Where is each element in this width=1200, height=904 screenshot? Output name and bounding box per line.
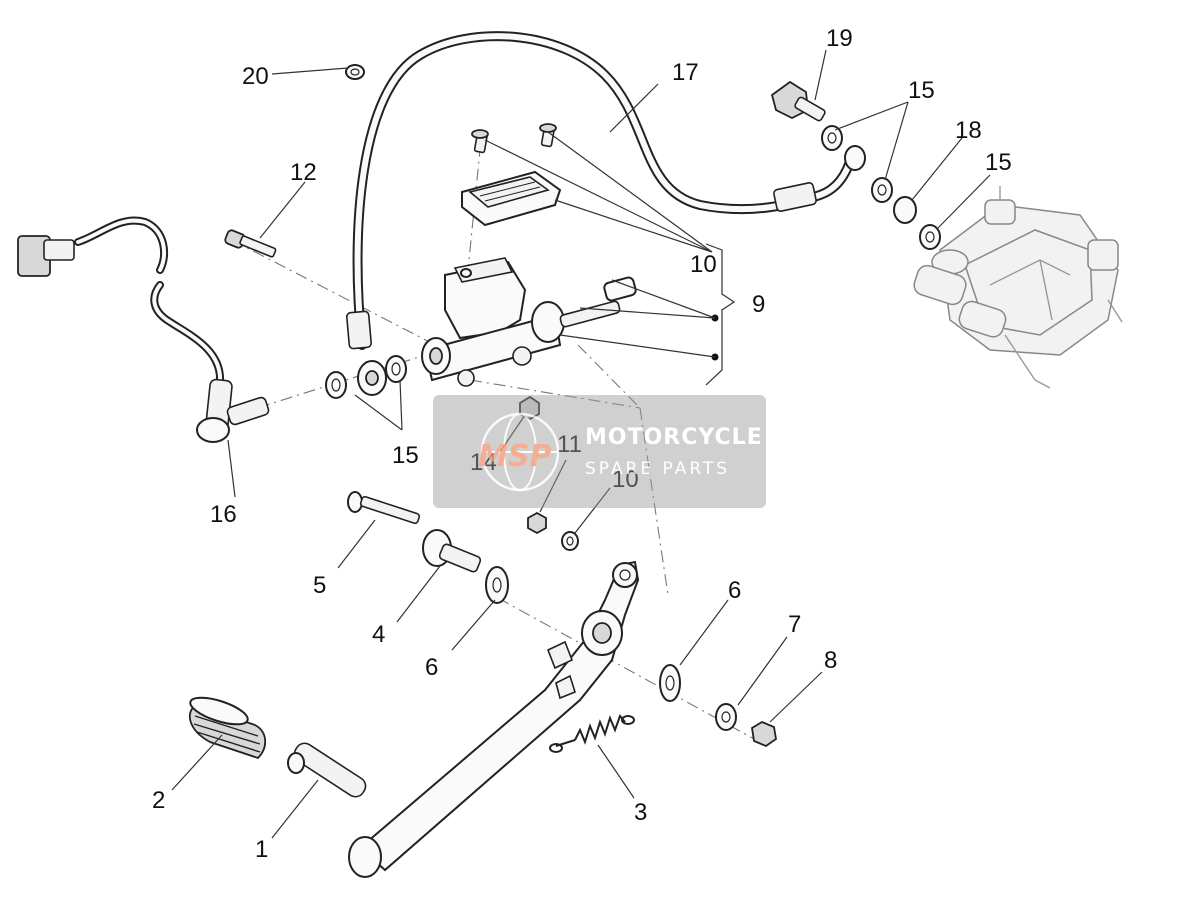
callout-4: 4 — [372, 621, 385, 648]
callout-18: 19 — [826, 25, 853, 52]
brake-pedal — [287, 560, 640, 878]
pivot-washers-nut — [659, 664, 777, 748]
brake-caliper-reference — [913, 186, 1123, 389]
callout-12: 11 — [557, 431, 582, 458]
bolt-13 — [224, 229, 277, 258]
callout-16: 17 — [672, 59, 699, 86]
callout-1: 1 — [255, 836, 268, 863]
callout-7: 7 — [788, 611, 801, 638]
brake-light-switch — [17, 216, 270, 443]
callout-15-right: 15 — [985, 149, 1012, 176]
callout-15-left: 15 — [392, 442, 419, 469]
callout-labels: 20 12 17 19 15 18 15 10 9 15 16 1 4 11 10… — [152, 25, 1012, 863]
watermark-subtitle: SPARE PARTS — [585, 459, 730, 479]
watermark: MSP MOTORCYCLE SPARE PARTS — [433, 395, 766, 508]
callout-11: 10 — [612, 466, 639, 493]
return-spring — [549, 714, 635, 753]
callout-6-left: 6 — [425, 654, 438, 681]
callout-8: 8 — [824, 647, 837, 674]
pedal-rubber — [188, 696, 267, 760]
callout-13: 12 — [290, 159, 317, 186]
callout-5: 5 — [313, 572, 326, 599]
pivot-bolt-assembly — [347, 491, 509, 604]
callout-6-right: 6 — [728, 577, 741, 604]
watermark-logo: MSP — [478, 439, 551, 474]
hose-clip — [345, 64, 365, 80]
callout-9: 9 — [752, 291, 765, 318]
callout-3: 3 — [634, 799, 647, 826]
banjo-bolt-and-washers — [770, 80, 941, 250]
callout-17: 16 — [210, 501, 237, 528]
callout-15-top: 15 — [908, 77, 935, 104]
brake-hose — [346, 31, 857, 396]
callout-2: 2 — [152, 787, 165, 814]
callout-20: 20 — [242, 63, 269, 90]
master-cylinder — [421, 257, 637, 387]
callout-10: 10 — [690, 251, 717, 278]
leader-lines — [171, 49, 991, 839]
callout-19: 18 — [955, 117, 982, 144]
sealing-washers-left — [325, 355, 407, 399]
group-9-bracket — [559, 243, 736, 386]
watermark-title: MOTORCYCLE — [585, 425, 763, 450]
reservoir-cap — [461, 123, 562, 227]
